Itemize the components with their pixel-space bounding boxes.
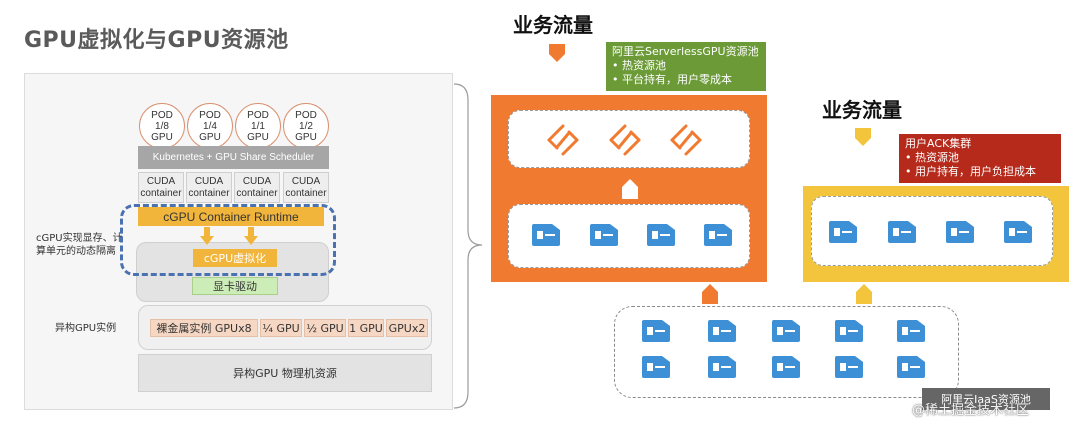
gpu-card-icon [642,356,670,378]
arrow-down-icon [200,227,214,245]
pod-circle: POD 1/2 GPU [283,103,329,149]
cuda-container: CUDA container [283,172,329,203]
pod-label: POD [151,109,173,121]
link-icon [609,124,641,156]
pod-label: POD [295,109,317,121]
cgpu-note-line: cGPU实现显存、计 [36,233,123,244]
instance-one-gpu: 1 GPU [348,319,384,337]
cuda-label: CUDA [146,175,176,187]
link-icon [547,124,579,156]
gpu-card-icon [946,221,974,243]
pod-fraction: 1/2 [299,120,313,132]
chevron-down-icon [855,128,871,146]
instance-quarter-gpu: ¼ GPU [260,319,302,337]
pod-fraction: 1/1 [251,120,265,132]
pod-fraction: 1/8 [155,120,169,132]
iaas-pool-label: 阿里云IaaS资源池 [922,388,1050,410]
gpu-card-icon [708,356,736,378]
pod-unit: GPU [295,131,317,143]
chevron-down-icon [549,44,565,62]
chevron-up-icon [856,284,872,304]
ack-bullet: • 热资源池 [905,151,959,164]
gpu-card-icon [835,320,863,342]
gpu-card-icon [829,221,857,243]
physical-gpu-resources: 异构GPU 物理机资源 [138,354,432,392]
cuda-container: CUDA container [138,172,184,203]
serverless-bullet: • 平台持有，用户零成本 [612,73,732,86]
container-runtime-bar: cGPU Container Runtime [138,207,324,226]
link-icon [670,124,702,156]
pod-circle: POD 1/8 GPU [139,103,185,149]
isolation-dashed-region [120,204,336,276]
pod-circle: POD 1/1 GPU [235,103,281,149]
container-label: container [236,187,278,199]
pod-unit: GPU [151,131,173,143]
serverless-bullet: • 热资源池 [612,59,666,72]
cgpu-isolation-note: cGPU实现显存、计 算单元的动态隔离 [36,232,123,258]
container-label: container [285,187,327,199]
ack-cluster-title: 用户ACK集群 [905,137,972,150]
container-label: container [140,187,182,199]
gpu-card-icon [1004,221,1032,243]
cgpu-virtualization-box: cGPU虚拟化 [192,248,278,268]
ack-cluster-note: 用户ACK集群 • 热资源池 • 用户持有，用户负担成本 [899,134,1061,183]
traffic-title: 业务流量 [513,13,593,37]
arrow-down-icon [244,227,258,245]
pod-circle: POD 1/4 GPU [187,103,233,149]
cuda-label: CUDA [194,175,224,187]
cuda-label: CUDA [291,175,321,187]
instance-gpux2: GPUx2 [386,319,428,337]
cuda-container: CUDA container [186,172,232,203]
cuda-container: CUDA container [234,172,280,203]
pod-label: POD [199,109,221,121]
brace-icon [453,83,483,409]
gpu-card-icon [704,224,732,246]
scheduler-bar: Kubernetes + GPU Share Scheduler [138,146,329,169]
page-title: GPU虚拟化与GPU资源池 [24,28,289,53]
gpu-card-icon [888,221,916,243]
gpu-driver-box: 显卡驱动 [192,277,278,295]
ack-bullet: • 用户持有，用户负担成本 [905,165,1036,178]
serverless-pool-title: 阿里云ServerlessGPU资源池 [612,45,759,58]
container-label: container [188,187,230,199]
serverless-pool-note: 阿里云ServerlessGPU资源池 • 热资源池 • 平台持有，用户零成本 [606,42,766,91]
instance-bare-metal: 裸金属实例 GPUx8 [150,319,258,337]
watermark-text: @稀土掘金技术社区 [912,403,1030,418]
gpu-card-icon [897,356,925,378]
cgpu-note-line: 算单元的动态隔离 [36,246,116,257]
gpu-card-icon [772,356,800,378]
gpu-card-icon [532,224,560,246]
gpu-card-icon [708,320,736,342]
gpu-card-icon [835,356,863,378]
pod-label: POD [247,109,269,121]
pod-fraction: 1/4 [203,120,217,132]
hetero-gpu-label: 异构GPU实例 [55,323,117,334]
traffic-title: 业务流量 [822,98,902,122]
cuda-label: CUDA [242,175,272,187]
instance-half-gpu: ½ GPU [304,319,346,337]
gpu-card-icon [642,320,670,342]
pod-unit: GPU [247,131,269,143]
gpu-card-icon [772,320,800,342]
gpu-card-icon [647,224,675,246]
chevron-up-icon [622,179,638,199]
gpu-card-icon [590,224,618,246]
chevron-up-icon [702,284,718,304]
pod-unit: GPU [199,131,221,143]
gpu-card-icon [897,320,925,342]
